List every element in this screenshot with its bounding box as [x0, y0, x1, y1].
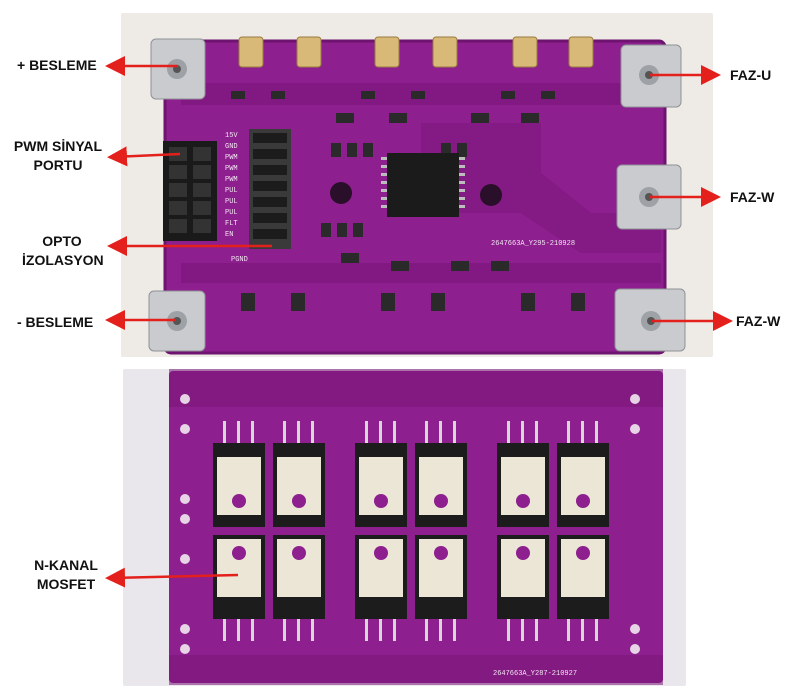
label-faz-w-1: FAZ-W	[730, 189, 775, 205]
label-pwm-line2: PORTU	[33, 157, 83, 173]
label-opto-line1: OPTO	[42, 233, 82, 249]
pin-label: PUL	[225, 198, 238, 206]
label-opto: OPTO İZOLASYON	[22, 232, 104, 270]
pin-label: FLT	[225, 220, 238, 228]
pin-label: 15V	[225, 132, 238, 140]
terminal-lug-minus	[148, 290, 206, 352]
mosfet-array	[213, 421, 609, 641]
terminal-lug-plus	[150, 38, 206, 100]
pcb-code-top: 2647663A_Y295-210928	[491, 240, 575, 248]
pin-label: PUL	[225, 187, 238, 195]
label-mosfet-line1: N-KANAL	[34, 557, 98, 573]
top-capacitors	[238, 36, 594, 68]
terminal-lug-faz-w-2	[614, 288, 686, 352]
pin-label: PWM	[225, 165, 238, 173]
terminal-lug-faz-u	[620, 44, 682, 108]
gate-driver-ic	[381, 153, 465, 217]
pwm-header-connector	[163, 141, 217, 241]
label-faz-w-2: FAZ-W	[736, 313, 781, 329]
label-opto-line2: İZOLASYON	[22, 252, 104, 268]
terminal-lug-faz-w-1	[616, 164, 682, 230]
label-besleme-minus: - BESLEME	[17, 314, 94, 330]
label-mosfet-line2: MOSFET	[36, 576, 96, 592]
label-besleme-plus: + BESLEME	[17, 57, 97, 73]
top-board-drawing: 15V GND PWM PWM PWM PUL PUL PUL FLT EN P…	[148, 36, 686, 355]
pin-label: PUL	[225, 209, 238, 217]
pin-label: GND	[225, 143, 238, 151]
bottom-board-photo: 2647663A_Y287-210927	[123, 369, 686, 686]
label-mosfet: N-KANAL MOSFET	[24, 556, 108, 594]
top-board-photo: 15V GND PWM PWM PWM PUL PUL PUL FLT EN P…	[121, 13, 713, 357]
bottom-board-drawing: 2647663A_Y287-210927	[169, 369, 663, 685]
pin-label: PWM	[225, 176, 238, 184]
optocoupler-stack	[249, 129, 291, 249]
label-pwm-line1: PWM SİNYAL	[13, 138, 103, 154]
pin-label: PWM	[225, 154, 238, 162]
pcb-code-bottom: 2647663A_Y287-210927	[493, 670, 577, 678]
pgnd-label: PGND	[231, 256, 248, 264]
pin-label: EN	[225, 231, 233, 239]
label-pwm: PWM SİNYAL PORTU	[3, 137, 113, 175]
label-faz-u: FAZ-U	[730, 67, 772, 83]
